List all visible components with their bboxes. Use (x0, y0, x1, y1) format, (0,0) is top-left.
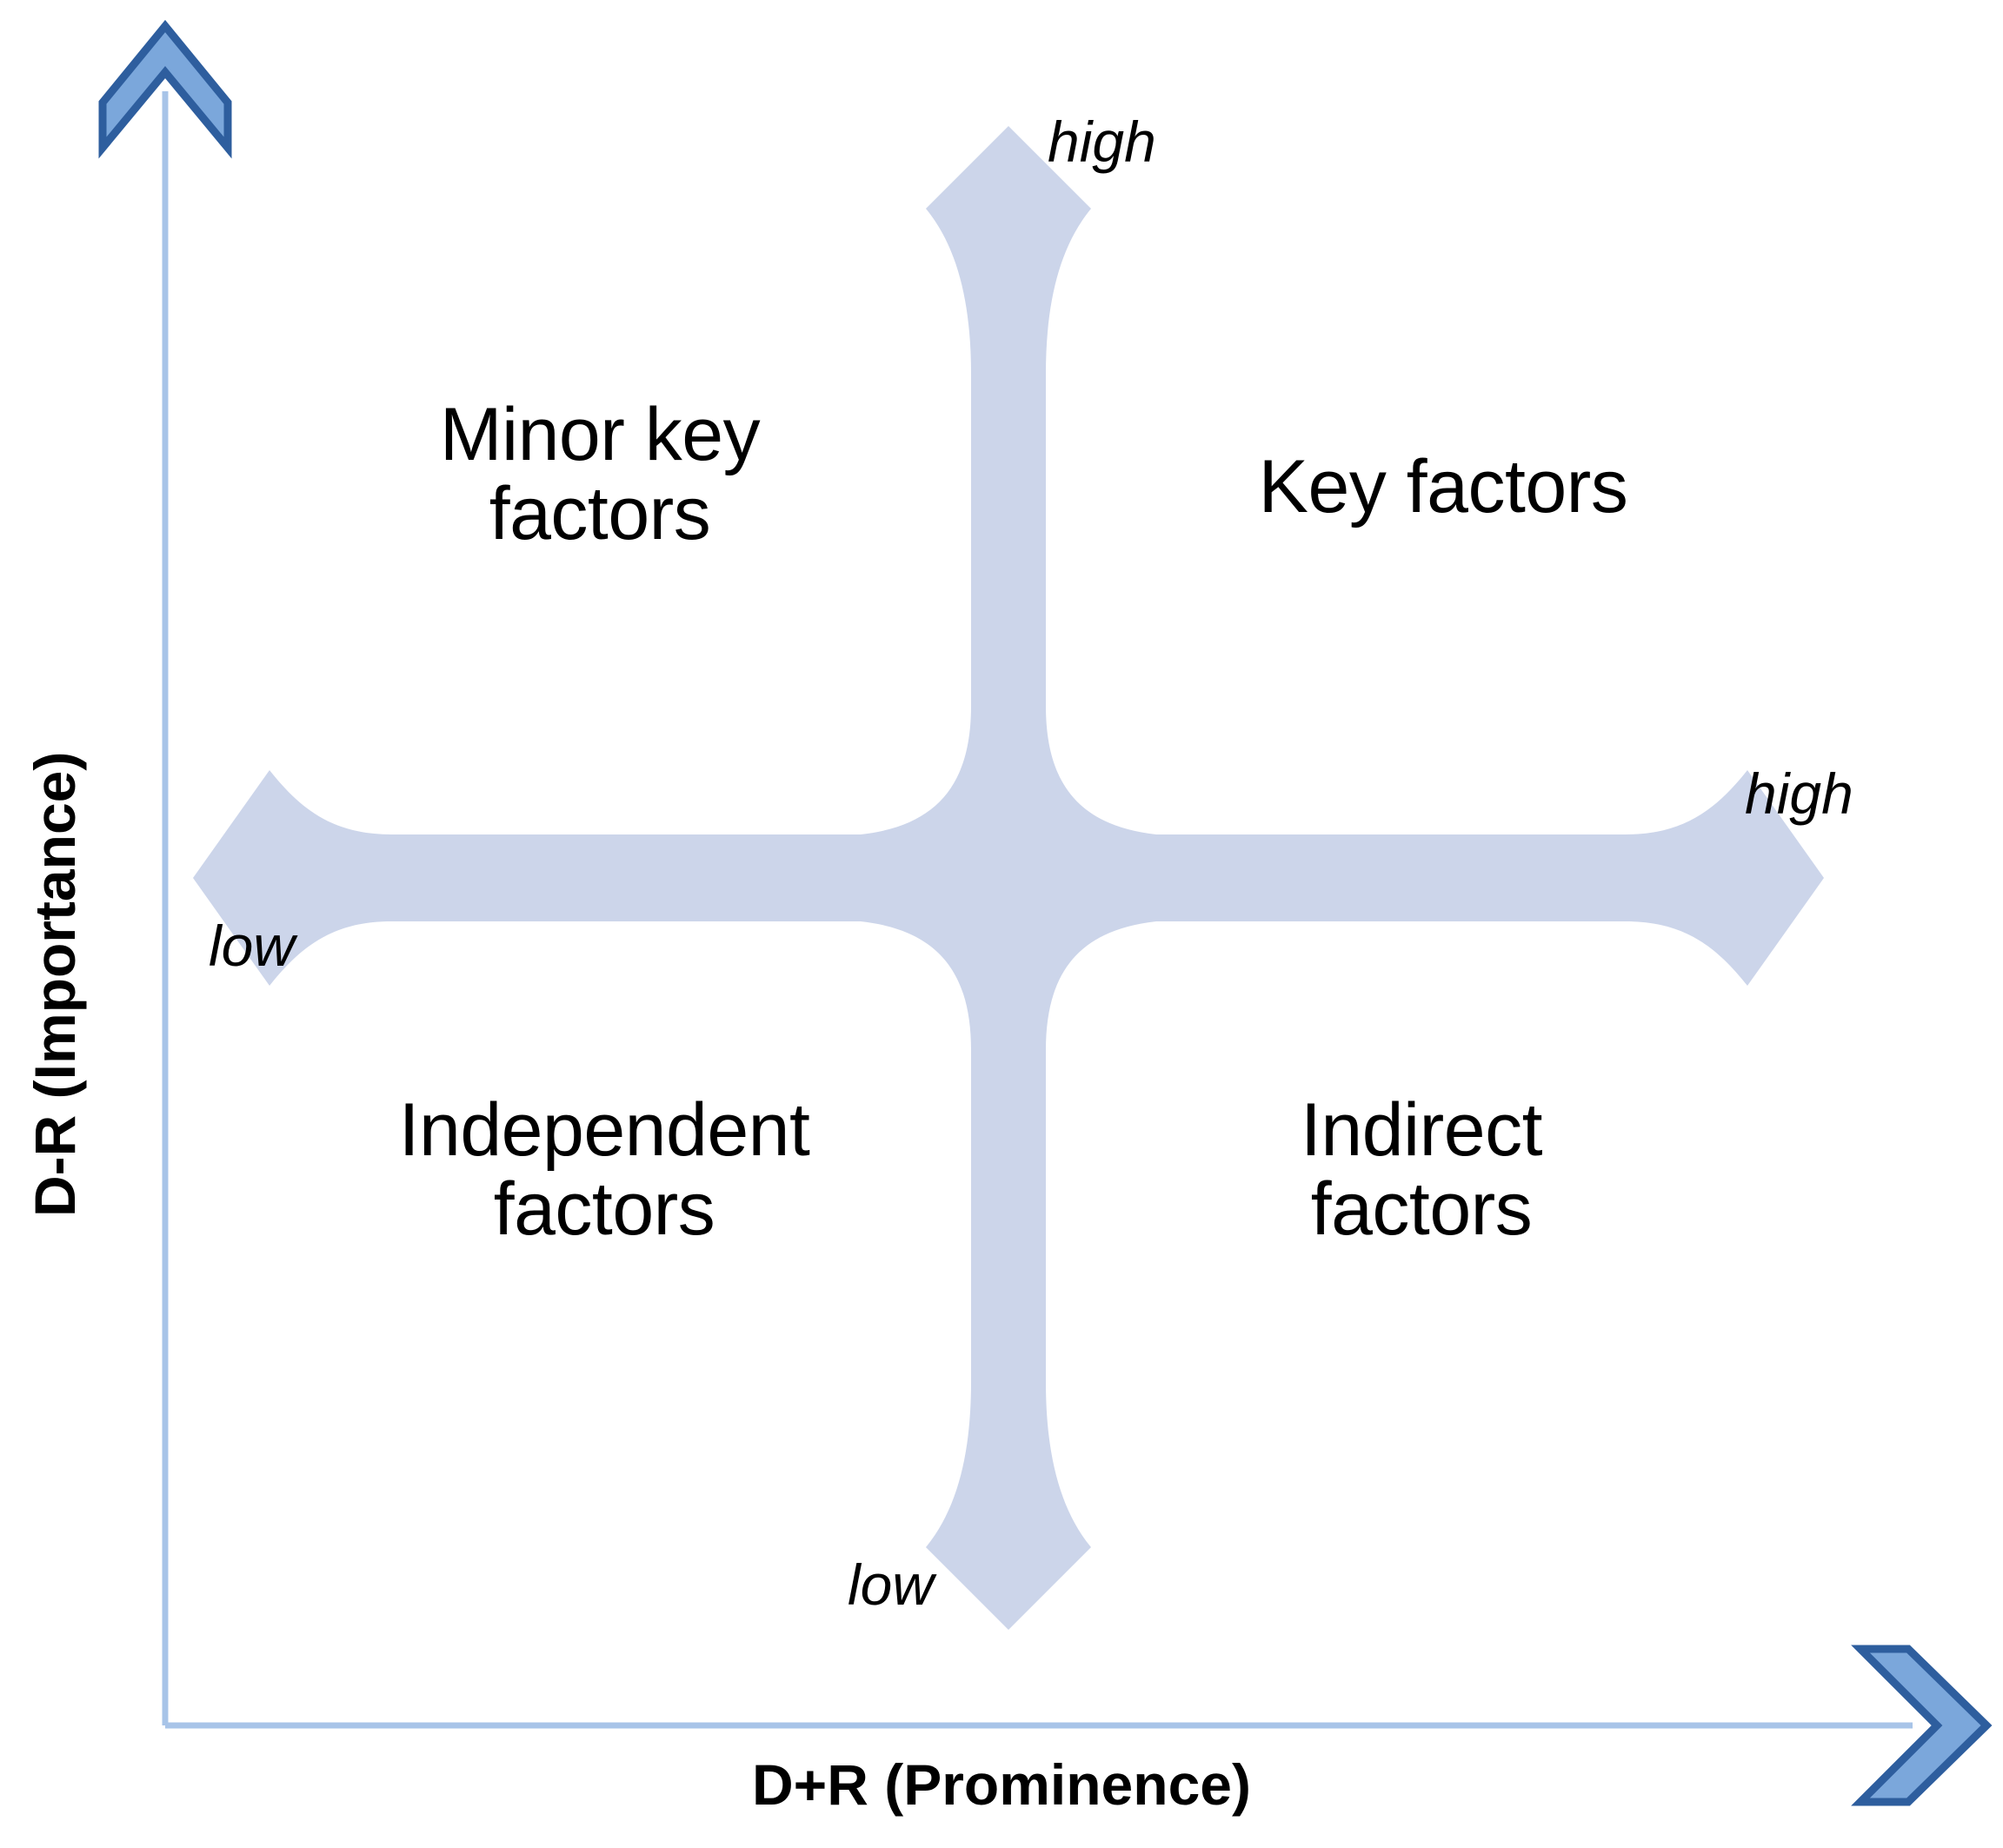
quadrant-divider-star (193, 126, 1824, 1630)
y-axis-low-label: low (848, 1552, 935, 1617)
quadrant-label-independent-factors: Independent factors (398, 1088, 810, 1252)
quadrant-label-key-factors: Key factors (1258, 445, 1628, 528)
x-axis-high-label: high (1745, 761, 1853, 826)
axis-lines (162, 91, 1913, 1729)
chevron-up-icon (98, 19, 232, 159)
x-axis-low-label: low (209, 914, 296, 978)
quadrant-label-indirect-factors: Indirect factors (1300, 1088, 1543, 1252)
x-axis-title: D+R (Prominence) (752, 1752, 1251, 1817)
chevron-right-icon (1851, 1645, 1993, 1806)
y-axis-high-label: high (1048, 110, 1156, 174)
quadrant-label-minor-key-factors: Minor key factors (439, 393, 761, 556)
y-axis-title: D-R (Importance) (23, 751, 87, 1217)
